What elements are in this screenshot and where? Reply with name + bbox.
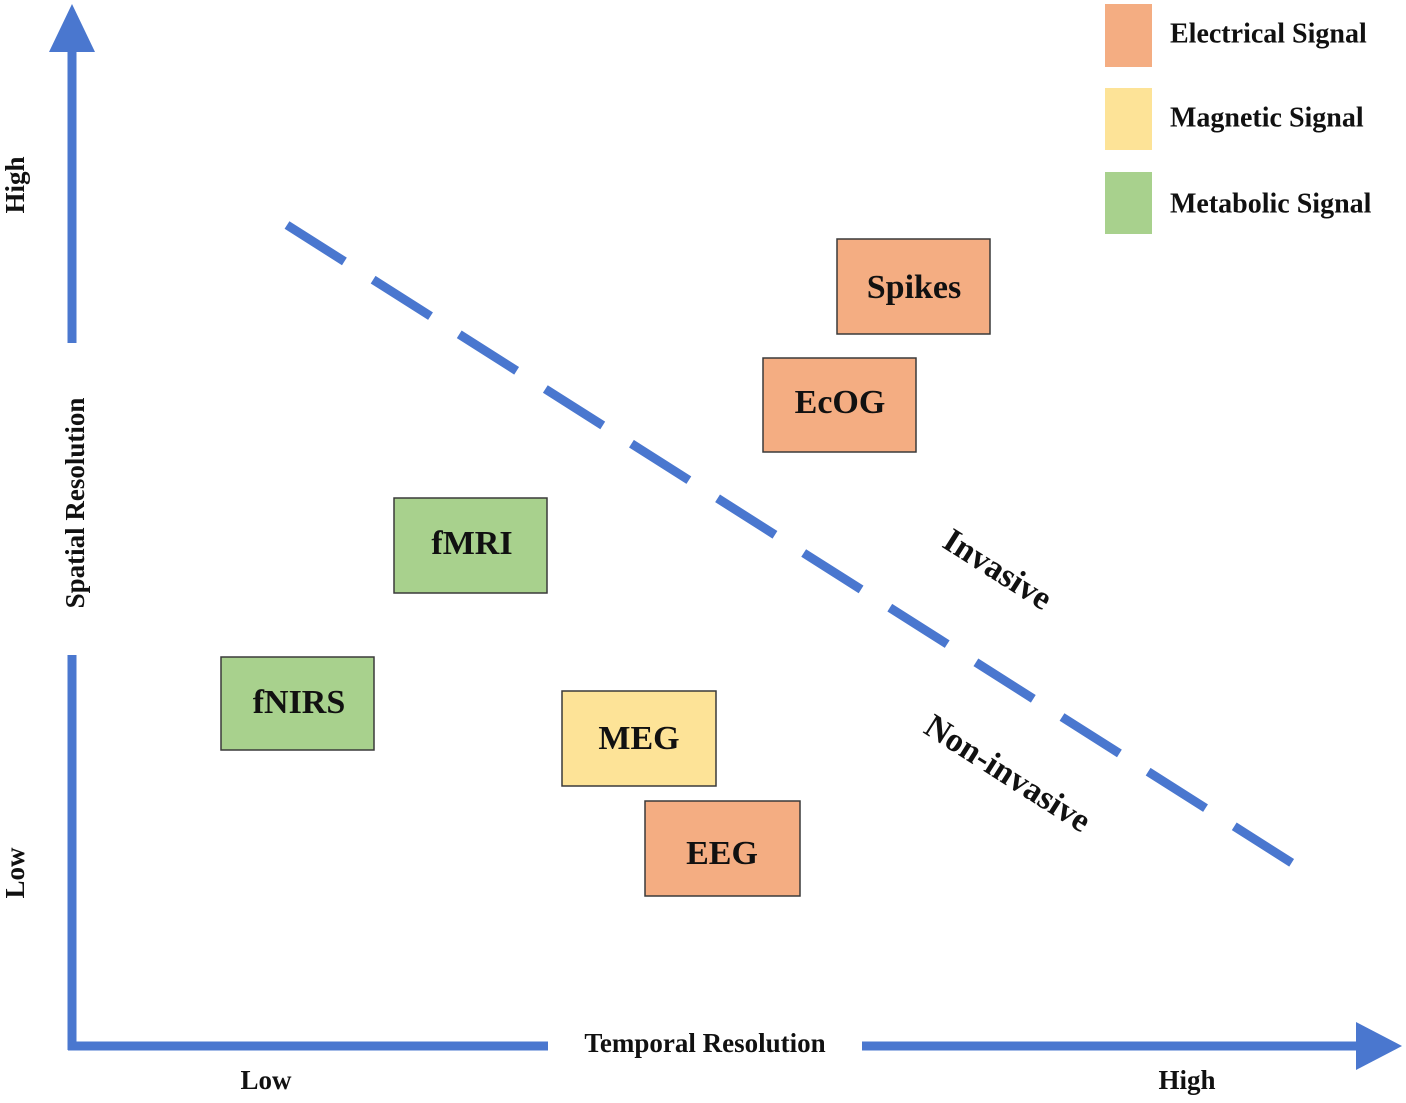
y-axis: Spatial Resolution High Low	[0, 4, 95, 1050]
x-axis-arrowhead	[1356, 1022, 1402, 1070]
fnirs-box	[220, 656, 375, 751]
meg-label: MEG	[598, 720, 679, 757]
fmri-label: fMRI	[431, 525, 512, 562]
ecog-box	[762, 357, 917, 453]
spikes-label: Spikes	[867, 269, 962, 306]
spikes-box	[836, 238, 991, 335]
x-axis-title: Temporal Resolution	[584, 1028, 825, 1058]
invasive-region-label: Invasive	[936, 522, 1058, 618]
eeg-label: EEG	[686, 835, 758, 872]
modality-fnirs: fNIRS	[220, 656, 375, 751]
x-axis: Temporal Resolution Low High	[68, 1022, 1402, 1095]
y-axis-title: Spatial Resolution	[60, 398, 90, 609]
y-axis-arrowhead	[49, 4, 95, 52]
y-axis-low-label: Low	[0, 847, 30, 899]
legend-electrical-label: Electrical Signal	[1170, 18, 1367, 49]
eeg-box	[644, 800, 801, 897]
modality-spikes: Spikes	[836, 238, 991, 335]
legend-metabolic-swatch	[1105, 172, 1152, 234]
legend-magnetic-swatch	[1105, 88, 1152, 150]
meg-box	[561, 690, 717, 787]
x-axis-high-label: High	[1158, 1065, 1215, 1095]
modality-eeg: EEG	[644, 800, 801, 897]
fnirs-label: fNIRS	[253, 684, 346, 721]
modality-meg: MEG	[561, 690, 717, 787]
modality-fmri: fMRI	[393, 497, 548, 594]
y-axis-high-label: High	[0, 156, 30, 213]
legend: Electrical Signal Magnetic Signal Metabo…	[1105, 4, 1372, 234]
ecog-label: EcOG	[795, 384, 886, 421]
fmri-box	[393, 497, 548, 594]
modality-ecog: EcOG	[762, 357, 917, 453]
legend-metabolic-label: Metabolic Signal	[1170, 188, 1372, 219]
legend-magnetic-label: Magnetic Signal	[1170, 102, 1364, 133]
legend-electrical-swatch	[1105, 4, 1152, 67]
x-axis-low-label: Low	[240, 1065, 292, 1095]
